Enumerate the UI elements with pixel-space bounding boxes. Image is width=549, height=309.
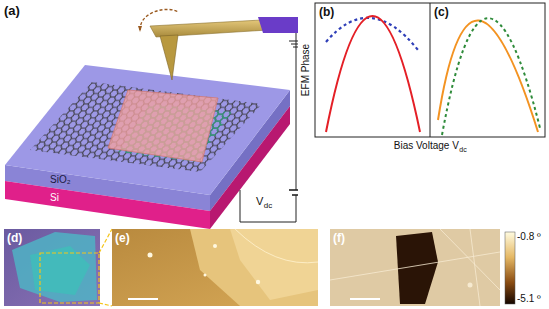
layer-label: SiO₂: [50, 175, 71, 185]
panel-label: (c): [434, 6, 449, 18]
graphene-lattice: [0, 60, 300, 190]
axis-label: EFM Phase: [301, 44, 311, 96]
flake: [108, 90, 218, 162]
axis-subscript: dc: [459, 146, 466, 153]
panel-label: (d): [7, 232, 22, 244]
panel-label: (e): [115, 232, 130, 244]
layer-label: Si: [50, 193, 59, 203]
colorbar-label: -0.8 º: [517, 232, 541, 242]
panel-label: (b): [319, 6, 334, 18]
optical-image: [4, 229, 112, 306]
panel-label: (a): [4, 4, 20, 17]
axis-label: Bias Voltage V: [394, 141, 459, 151]
cantilever: [138, 9, 298, 80]
sio2-top: [5, 65, 290, 195]
panel-label: (f): [333, 232, 345, 244]
voltage-subscript: dc: [264, 202, 272, 210]
colorbar-label: -5.1 º: [517, 294, 541, 304]
afm-image: [112, 229, 318, 306]
efm-image: [330, 229, 515, 306]
circuit: [240, 33, 298, 222]
voltage-label: V: [256, 196, 263, 207]
graphene-green: [0, 60, 300, 190]
phase-plots: [315, 3, 545, 137]
